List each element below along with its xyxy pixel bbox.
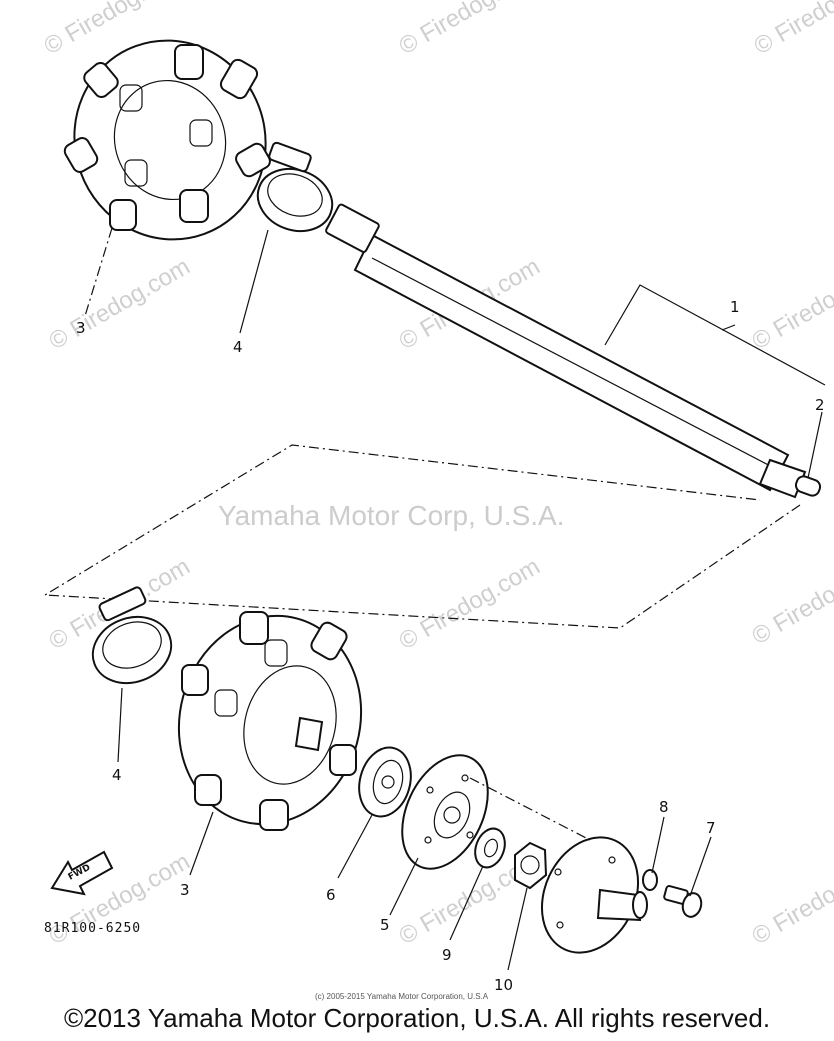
sprocket-top-part xyxy=(63,39,271,241)
part-number-labels: 1 2 3 4 3 4 5 6 7 8 9 10 xyxy=(76,298,825,994)
flange-part xyxy=(401,754,489,870)
part-number-3: 3 xyxy=(76,319,86,337)
bearing-housing-part xyxy=(540,836,648,954)
watermark: © Firedog.com xyxy=(395,0,545,60)
part-number-8: 8 xyxy=(659,798,669,816)
watermark: © Firedog.com xyxy=(748,548,834,650)
part-number-3: 3 xyxy=(180,881,190,899)
copyright-footer: ©2013 Yamaha Motor Corporation, U.S.A. A… xyxy=(63,1003,771,1033)
leader-lines-top xyxy=(84,227,826,479)
leader-lines-bottom xyxy=(117,687,712,971)
part-number-4: 4 xyxy=(112,766,122,784)
part-number-2: 2 xyxy=(815,396,825,414)
drive-shaft-part xyxy=(325,203,822,499)
part-number-9: 9 xyxy=(442,946,452,964)
bearing-part xyxy=(358,746,412,818)
part-number-6: 6 xyxy=(326,886,336,904)
bolt-part xyxy=(663,885,703,918)
part-number-1: 1 xyxy=(730,298,740,316)
drawing-code: 81R100-6250 xyxy=(44,921,141,936)
watermark: © Firedog.com xyxy=(748,848,834,950)
part-number-10: 10 xyxy=(494,976,513,994)
hose-clamp-bottom-part xyxy=(91,586,173,685)
watermark: © Firedog.com xyxy=(395,553,545,655)
nut-part xyxy=(514,841,548,890)
sprocket-bottom-part xyxy=(177,611,363,831)
hose-clamp-top-part xyxy=(256,141,334,233)
watermark: © Firedog.com xyxy=(750,0,834,60)
collar-part xyxy=(794,475,822,497)
watermark-center: Yamaha Motor Corp, U.S.A. xyxy=(218,500,565,531)
small-copyright: (c) 2005-2015 Yamaha Motor Corporation, … xyxy=(315,992,489,1001)
watermark: © Firedog.com xyxy=(45,253,195,355)
part-number-7: 7 xyxy=(706,819,716,837)
fwd-arrow: FWD xyxy=(50,850,114,896)
watermark: © Firedog.com xyxy=(748,253,834,355)
assembly-outline xyxy=(43,444,801,629)
part-number-4: 4 xyxy=(233,338,243,356)
arrow-left-icon xyxy=(50,850,114,896)
lock-washer-part xyxy=(642,869,658,891)
part-number-5: 5 xyxy=(380,916,390,934)
